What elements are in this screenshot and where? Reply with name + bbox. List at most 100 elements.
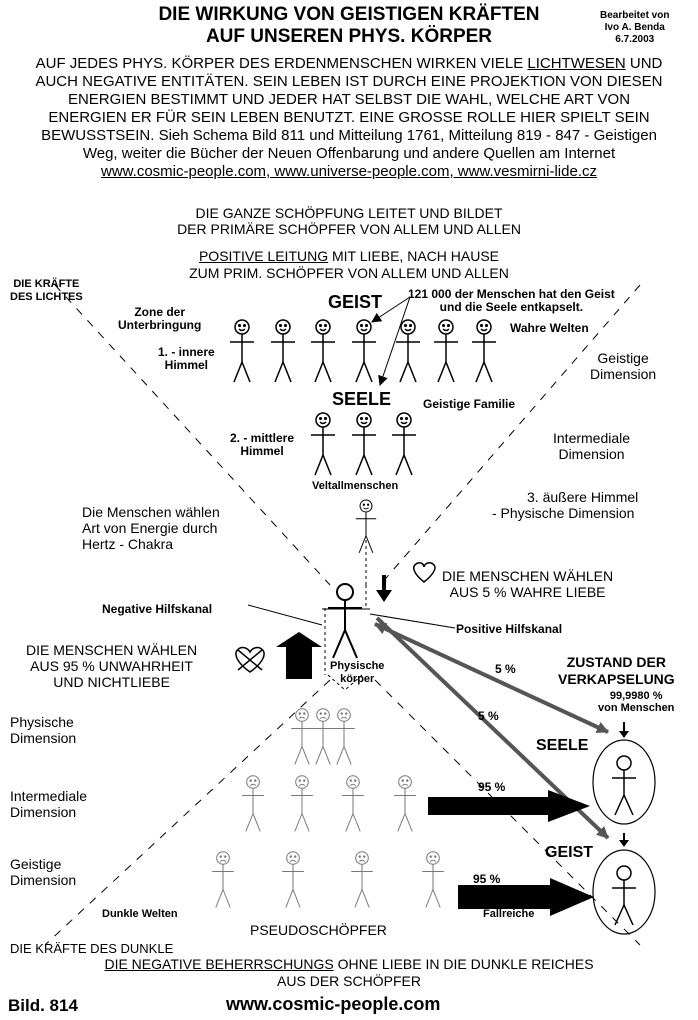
intermedial-2: Dimension (558, 446, 625, 462)
geist-figure (271, 319, 295, 383)
lone-figure (355, 499, 377, 553)
state-4: von Menschen (598, 702, 675, 714)
light-forces-2: DES LICHTES (10, 291, 83, 303)
encapsulation-state: ZUSTAND DER VERKAPSELUNG (558, 654, 675, 688)
negative-rest: OHNE LIEBE IN DIE DUNKLE REICHES (333, 956, 594, 972)
geist-figure (396, 319, 420, 383)
love-1: DIE MENSCHEN WÄHLEN (442, 568, 614, 584)
broken-heart-icon (235, 646, 265, 673)
outer-heaven-1: 3. äußere Himmel (527, 489, 639, 505)
title-line-1: DIE WIRKUNG VON GEISTIGEN KRÄFTEN (158, 4, 540, 25)
geist-dim-lower: Geistige Dimension (10, 856, 76, 888)
pct-95-upper: 95 % (478, 780, 506, 794)
spiritual-dim-1: Geistige (597, 350, 649, 366)
intro-line-1: AUF JEDES PHYS. KÖRPER DES ERDENMENSCHEN… (0, 55, 698, 73)
big-up-arrow (276, 632, 322, 679)
untruth-choice: DIE MENSCHEN WÄHLEN AUS 95 % UNWAHRHEIT … (26, 642, 197, 690)
intermedial-dim-figures (242, 775, 416, 832)
creator-line-1: DIE GANZE SCHÖPFUNG LEITET UND BILDET (195, 205, 503, 221)
pseudo-creators: PSEUDOSCHÖPFER (250, 922, 387, 938)
geist-dim-1: Geistige (10, 856, 62, 872)
dark-figure (312, 708, 334, 765)
outer-heaven-2: - Physische Dimension (492, 505, 635, 521)
dark-figure (351, 851, 373, 908)
pct-5-upper: 5 % (495, 662, 516, 676)
body-channel-lines (322, 585, 370, 691)
positive-guidance: POSITIVE LEITUNG MIT LIEBE, NACH HAUSE Z… (0, 248, 698, 282)
seele-figure (352, 412, 376, 476)
geist-right-label: GEIST (545, 844, 594, 861)
physical-body-label: Physische körper (330, 660, 384, 686)
upper-cone-lines (54, 284, 641, 586)
fall-realms: Fallreiche (483, 908, 535, 920)
choose-2: Art von Energie durch (82, 520, 218, 536)
creator-line-2: DER PRIMÄRE SCHÖPFER VON ALLEM UND ALLEN (177, 221, 521, 237)
geist-pointer-arrows (371, 296, 411, 386)
intro-line-5: BEWUSSTSEIN. Sieh Schema Bild 811 und Mi… (41, 127, 657, 144)
positive-underlined: POSITIVE LEITUNG (198, 248, 329, 264)
light-forces: DIE KRÄFTE DES LICHTES (10, 278, 83, 304)
footer-website[interactable]: www.cosmic-people.com (226, 994, 441, 1014)
inter-dim-1: Intermediale (10, 788, 88, 804)
physical-body-figure (328, 583, 362, 659)
middle-heaven-2: Himmel (240, 444, 284, 458)
page-title: DIE WIRKUNG VON GEISTIGEN KRÄFTEN AUF UN… (0, 4, 698, 48)
encapsulated-note: 121 000 der Menschen hat den Geist und d… (408, 288, 615, 314)
encapsulation-ovals (592, 739, 656, 935)
down-arrow (376, 575, 392, 602)
universe-people: Veltallmenschen (312, 480, 399, 492)
zone-1: Zone der (134, 305, 185, 319)
positive-channel: Positive Hilfskanal (456, 622, 563, 636)
untruth-3: UND NICHTLIEBE (53, 674, 170, 690)
dark-figure (282, 851, 304, 908)
dark-figure (422, 851, 444, 908)
dark-figure (333, 708, 355, 765)
encapsulated-2: und die Seele entkapselt. (439, 300, 584, 314)
intro-line-1-pre: AUF JEDES PHYS. KÖRPER DES ERDENMENSCHEN… (35, 55, 528, 72)
true-worlds: Wahre Welten (510, 321, 589, 335)
geist-figure (434, 319, 458, 383)
dark-figure (212, 851, 234, 908)
geist-figure (352, 319, 376, 383)
choose-3: Hertz - Chakra (82, 536, 174, 552)
positive-line-2: ZUM PRIM. SCHÖPFER VON ALLEM UND ALLEN (189, 265, 509, 281)
outer-heaven: 3. äußere Himmel - Physische Dimension (492, 489, 638, 521)
spiritual-dim: Geistige Dimension (590, 350, 656, 382)
positive-line-1-rest: MIT LIEBE, NACH HAUSE (328, 248, 500, 264)
dark-figure (394, 775, 416, 832)
inner-heaven: 1. - innere Himmel (158, 346, 215, 372)
inner-heaven-2: Himmel (164, 358, 209, 372)
lower-cone-lines (44, 679, 641, 946)
intermedial-dim-top: Intermediale Dimension (553, 430, 630, 462)
intro-line-1-post: UND (625, 55, 663, 72)
middle-heaven-1: 2. - mittlere (230, 431, 295, 445)
oval-markers (619, 722, 629, 847)
inter-dim-2: Dimension (10, 804, 77, 820)
intermedial-1: Intermediale (553, 430, 631, 446)
choose-1: Die Menschen wählen (82, 504, 220, 520)
zone-2: Unterbringung (118, 318, 202, 332)
dark-figure (291, 708, 313, 765)
dark-forces: DIE KRÄFTE DES DUNKLE (10, 941, 174, 956)
intro-links[interactable]: www.cosmic-people.com, www.universe-peop… (101, 163, 597, 180)
geist-label: GEIST (328, 292, 383, 312)
seele-figure (392, 412, 416, 476)
untruth-2: AUS 95 % UNWAHRHEIT (30, 658, 193, 674)
light-forces-1: DIE KRÄFTE (13, 278, 80, 290)
spiritual-dim-2: Dimension (590, 366, 657, 382)
inter-dim-lower: Intermediale Dimension (10, 788, 87, 820)
body-1: Physische (330, 660, 385, 672)
intro-text: AUF JEDES PHYS. KÖRPER DES ERDENMENSCHEN… (0, 55, 698, 181)
phys-dim-2: Dimension (10, 730, 77, 746)
pct-95-lower: 95 % (473, 872, 501, 886)
dark-worlds: Dunkle Welten (102, 908, 178, 920)
creator-footer: AUS DER SCHÖPFER (277, 973, 421, 989)
untruth-1: DIE MENSCHEN WÄHLEN (26, 642, 198, 658)
seele-row-figures (311, 412, 416, 476)
neg-channel-pointer (247, 604, 323, 626)
state-2: VERKAPSELUNG (558, 671, 675, 687)
geist-figure (472, 319, 496, 383)
dark-figure (242, 775, 264, 832)
true-love-choice: DIE MENSCHEN WÄHLEN AUS 5 % WAHRE LIEBE (442, 568, 613, 600)
